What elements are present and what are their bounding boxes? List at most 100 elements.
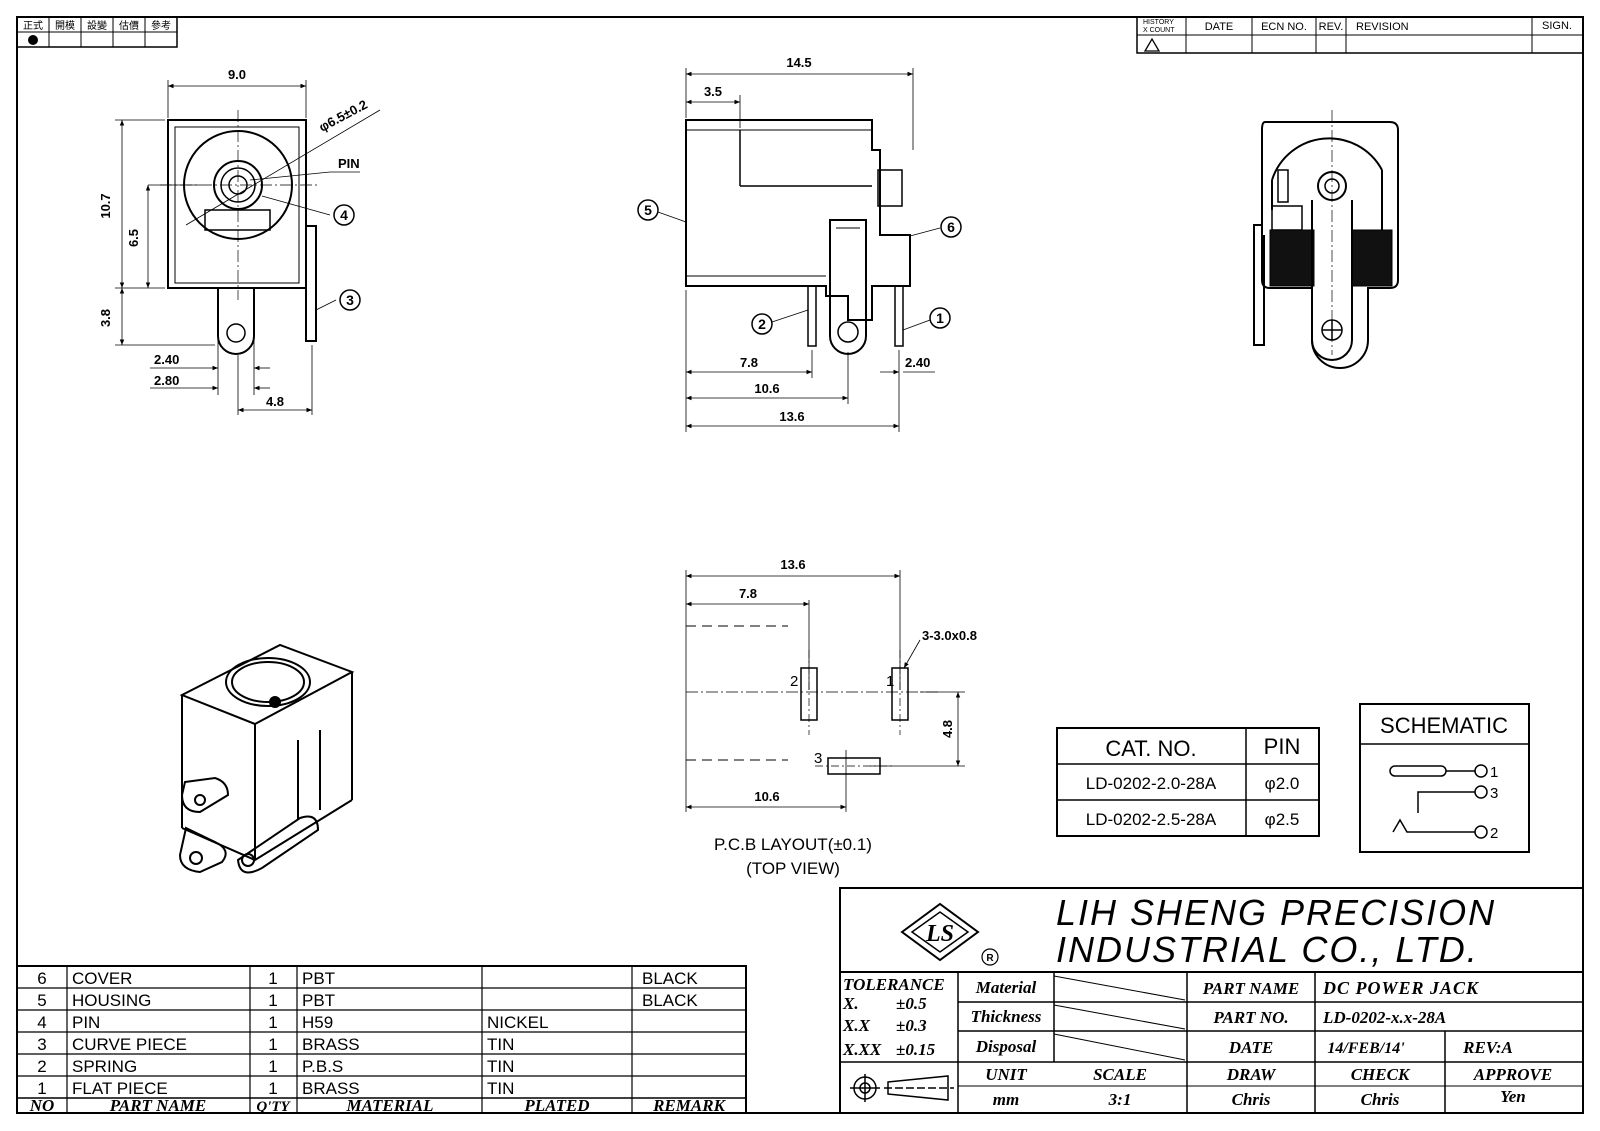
- callout-1: 1: [936, 310, 944, 326]
- check-value: Chris: [1361, 1090, 1400, 1109]
- tolerance-xx-label: X.X: [842, 1016, 871, 1035]
- cat-row-2-no: LD-0202-2.5-28A: [1086, 810, 1217, 829]
- registered-mark: R: [986, 953, 994, 964]
- rev-value: REV:A: [1462, 1038, 1513, 1057]
- callout-3: 3: [346, 292, 354, 308]
- schematic: [1359, 703, 1530, 853]
- company-logo-mark: LS: [925, 921, 954, 947]
- draw-label: DRAW: [1226, 1065, 1277, 1084]
- pcb-layout-subtitle: (TOP VIEW): [746, 859, 840, 878]
- revision-header: HISTORY X COUNT DATE ECN NO. REV. REVISI…: [1136, 16, 1584, 54]
- pcb-pad-3-label: 3: [814, 750, 822, 767]
- bom-part-name-cell: HOUSING: [72, 991, 151, 1010]
- bom-no-cell: 6: [37, 969, 46, 988]
- bom-material-cell: PBT: [302, 991, 335, 1010]
- warning-triangle-icon: [1143, 37, 1161, 52]
- bom-part-name-cell: CURVE PIECE: [72, 1035, 187, 1054]
- side-dim-106: 10.6: [754, 381, 779, 396]
- schematic-title: SCHEMATIC: [1380, 713, 1508, 738]
- material-label: Material: [975, 978, 1037, 997]
- draw-value: Chris: [1232, 1090, 1271, 1109]
- side-dim-78: 7.8: [740, 355, 758, 370]
- rear-view: [1253, 110, 1399, 369]
- pcb-layout: [685, 570, 965, 812]
- cat-no-header: CAT. NO.: [1105, 736, 1196, 761]
- tolerance-xxx-label: X.XX: [842, 1040, 882, 1059]
- company-name-line-2: INDUSTRIAL CO., LTD.: [1056, 929, 1479, 970]
- callout-2: 2: [758, 316, 766, 332]
- disposal-label: Disposal: [975, 1037, 1037, 1056]
- bom-no-cell: 4: [37, 1013, 46, 1032]
- bom-header-material: MATERIAL: [346, 1096, 434, 1115]
- callout-4: 4: [340, 207, 348, 223]
- history-boxes: 正式 開模 設變 估價 參考: [16, 16, 178, 48]
- bom-remark-cell: BLACK: [642, 991, 698, 1010]
- schematic-pin-1: 1: [1490, 764, 1498, 781]
- bom-plated-cell: TIN: [487, 1057, 514, 1076]
- side-view: [637, 68, 962, 432]
- pcb-hole-spec: 3-3.0x0.8: [922, 628, 977, 643]
- projection-symbol-icon: [850, 1074, 954, 1102]
- bom-header-plated: PLATED: [523, 1096, 589, 1115]
- pcb-dim-48: 4.8: [940, 720, 955, 738]
- front-pin-label: PIN: [338, 156, 360, 171]
- history-label-2: 開模: [55, 20, 75, 32]
- isometric-view: [178, 643, 355, 874]
- bom-no-cell: 5: [37, 991, 46, 1010]
- side-length-dim: 14.5: [786, 55, 811, 70]
- scale-value: 3:1: [1108, 1090, 1132, 1109]
- revision-date-header: DATE: [1205, 21, 1234, 33]
- history-count-label-1: HISTORY: [1143, 19, 1174, 26]
- part-no-label: PART NO.: [1212, 1008, 1288, 1027]
- pcb-dim-78: 7.8: [739, 586, 757, 601]
- check-label: CHECK: [1351, 1065, 1411, 1084]
- pcb-pad-1-label: 1: [886, 673, 894, 690]
- date-label: DATE: [1228, 1038, 1273, 1057]
- front-height-dim: 10.7: [98, 193, 113, 218]
- history-label-4: 估價: [119, 19, 139, 32]
- title-block-frame: [839, 887, 1584, 1114]
- revision-ecn-header: ECN NO.: [1261, 21, 1307, 33]
- history-label-1: 正式: [23, 19, 43, 32]
- bom-table-frame: [16, 965, 747, 1114]
- revision-revision-header: REVISION: [1356, 21, 1409, 33]
- cat-row-1-pin: φ2.0: [1265, 774, 1300, 793]
- approve-value: Yen: [1500, 1087, 1526, 1106]
- bom-part-name-cell: COVER: [72, 969, 132, 988]
- bom-part-name-cell: FLAT PIECE: [72, 1079, 168, 1098]
- callout-6: 6: [947, 219, 955, 235]
- bom-qty-cell: 1: [268, 969, 277, 988]
- callout-5: 5: [644, 202, 652, 218]
- bom-plated-cell: TIN: [487, 1079, 514, 1098]
- company-name-line-1: LIH SHENG PRECISION: [1056, 892, 1496, 933]
- bom-qty-cell: 1: [268, 991, 277, 1010]
- cat-row-1-no: LD-0202-2.0-28A: [1086, 774, 1217, 793]
- front-lower-dim: 3.8: [98, 309, 113, 327]
- front-view: [115, 80, 381, 415]
- bom-header-no: NO: [29, 1096, 55, 1115]
- bom-no-cell: 3: [37, 1035, 46, 1054]
- bom-qty-cell: 1: [268, 1079, 277, 1098]
- unit-label: UNIT: [985, 1065, 1027, 1084]
- tolerance-x-label: X.: [842, 994, 859, 1013]
- bom-header-part-name: PART NAME: [109, 1096, 207, 1115]
- front-dim-280: 2.80: [154, 373, 179, 388]
- part-no-value: LD-0202-x.x-28A: [1322, 1008, 1446, 1027]
- approve-label: APPROVE: [1473, 1065, 1552, 1084]
- pcb-pad-2-label: 2: [790, 673, 798, 690]
- bom-qty-cell: 1: [268, 1013, 277, 1032]
- front-diameter-dim: φ6.5±0.2: [316, 97, 369, 135]
- cat-row-2-pin: φ2.5: [1265, 810, 1300, 829]
- bom-part-name-cell: SPRING: [72, 1057, 137, 1076]
- pin-header: PIN: [1264, 734, 1301, 759]
- bom-plated-cell: NICKEL: [487, 1013, 548, 1032]
- pcb-dim-136: 13.6: [780, 557, 805, 572]
- bom-plated-cell: TIN: [487, 1035, 514, 1054]
- bom-material-cell: H59: [302, 1013, 333, 1032]
- side-dim-35: 3.5: [704, 84, 722, 99]
- date-value: 14/FEB/14': [1327, 1040, 1405, 1057]
- history-label-3: 設變: [87, 19, 107, 32]
- front-dim-240: 2.40: [154, 352, 179, 367]
- revision-rev-header: REV.: [1319, 21, 1344, 33]
